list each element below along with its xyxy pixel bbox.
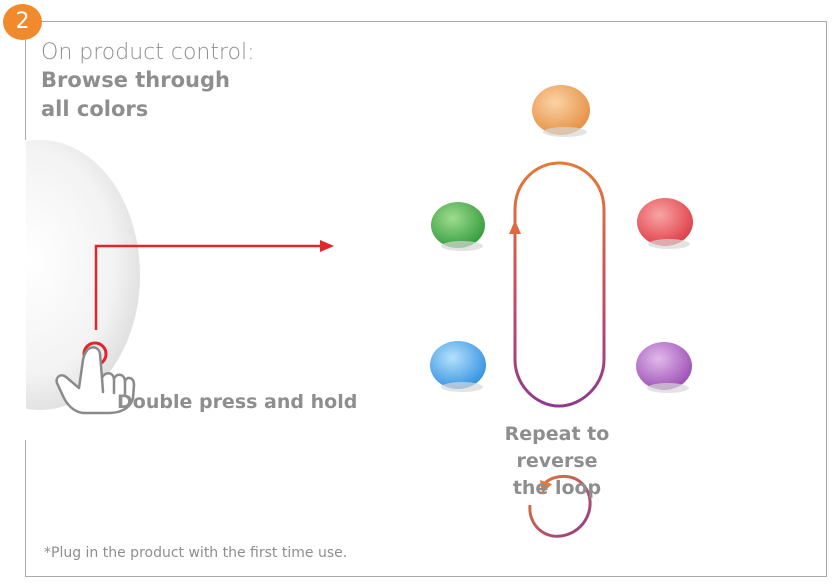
reverse-loop-icon <box>528 474 592 538</box>
lamp-red <box>637 198 693 249</box>
heading-action: Browse through all colors <box>41 66 281 124</box>
loop-direction-arrow <box>509 220 521 234</box>
press-instruction-label: Double press and hold <box>117 391 358 413</box>
step-badge: 2 <box>3 4 42 40</box>
heading-action-line-1: Browse through <box>41 68 230 92</box>
lamp-product <box>0 140 140 440</box>
press-guide-arrow <box>94 240 334 330</box>
lamp-blue <box>430 341 486 392</box>
repeat-instruction-line-1: Repeat to reverse <box>504 423 610 472</box>
color-loop-path <box>509 161 606 408</box>
repeat-instruction: Repeat to reverse the loop <box>463 421 651 502</box>
heading-action-line-2: all colors <box>41 97 149 121</box>
repeat-instruction-line-2: the loop <box>512 477 602 499</box>
heading-intro: On product control: <box>41 40 255 65</box>
footnote: *Plug in the product with the first time… <box>44 545 348 561</box>
illustration-frame <box>25 21 827 577</box>
lamp-green <box>431 202 485 251</box>
finger-press-icon <box>55 346 136 415</box>
lamp-purple <box>636 342 692 393</box>
lamp-orange <box>532 85 590 137</box>
